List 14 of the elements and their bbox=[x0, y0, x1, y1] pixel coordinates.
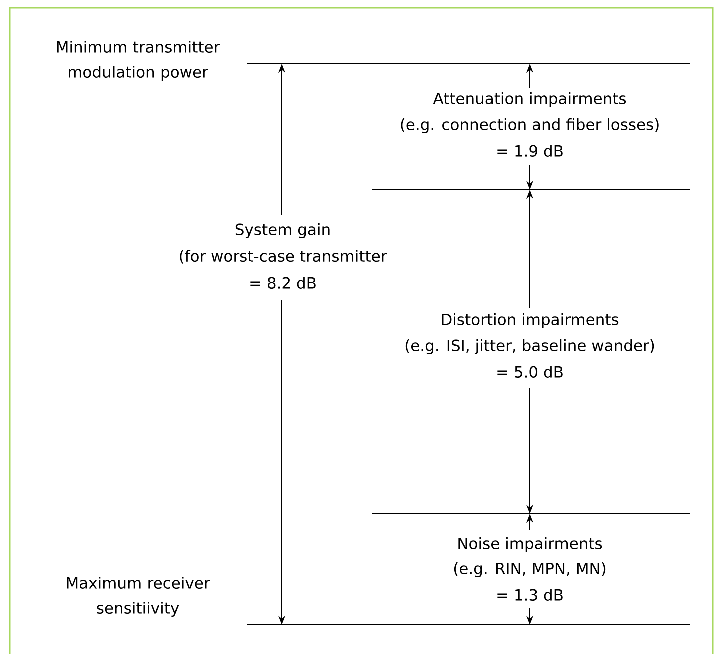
label-text: (e.g. RIN, MPN, MN) bbox=[454, 562, 606, 578]
label-text: System gain bbox=[236, 224, 330, 238]
label-text: = 1.3 dB bbox=[498, 589, 563, 601]
label-text: = 5.0 dB bbox=[498, 366, 563, 378]
label-text: = 8.2 dB bbox=[250, 277, 316, 289]
label-text: Distortion impairments bbox=[442, 314, 619, 328]
label-text: Maximum receiver sensitiivity bbox=[67, 577, 210, 618]
label-text: Noise impairments bbox=[458, 538, 602, 553]
label-text: Attenuation impairments bbox=[433, 92, 626, 108]
label-text: Minimum transmitter modulation power bbox=[57, 41, 220, 81]
label-text: (e.g. ISI, jitter, baseline wander) bbox=[406, 340, 654, 354]
label-text: (for worst-case transmitter bbox=[180, 250, 388, 264]
label-text: (e.g. connection and fiber losses) bbox=[401, 118, 659, 134]
label-text: = 1.9 dB bbox=[498, 145, 563, 157]
